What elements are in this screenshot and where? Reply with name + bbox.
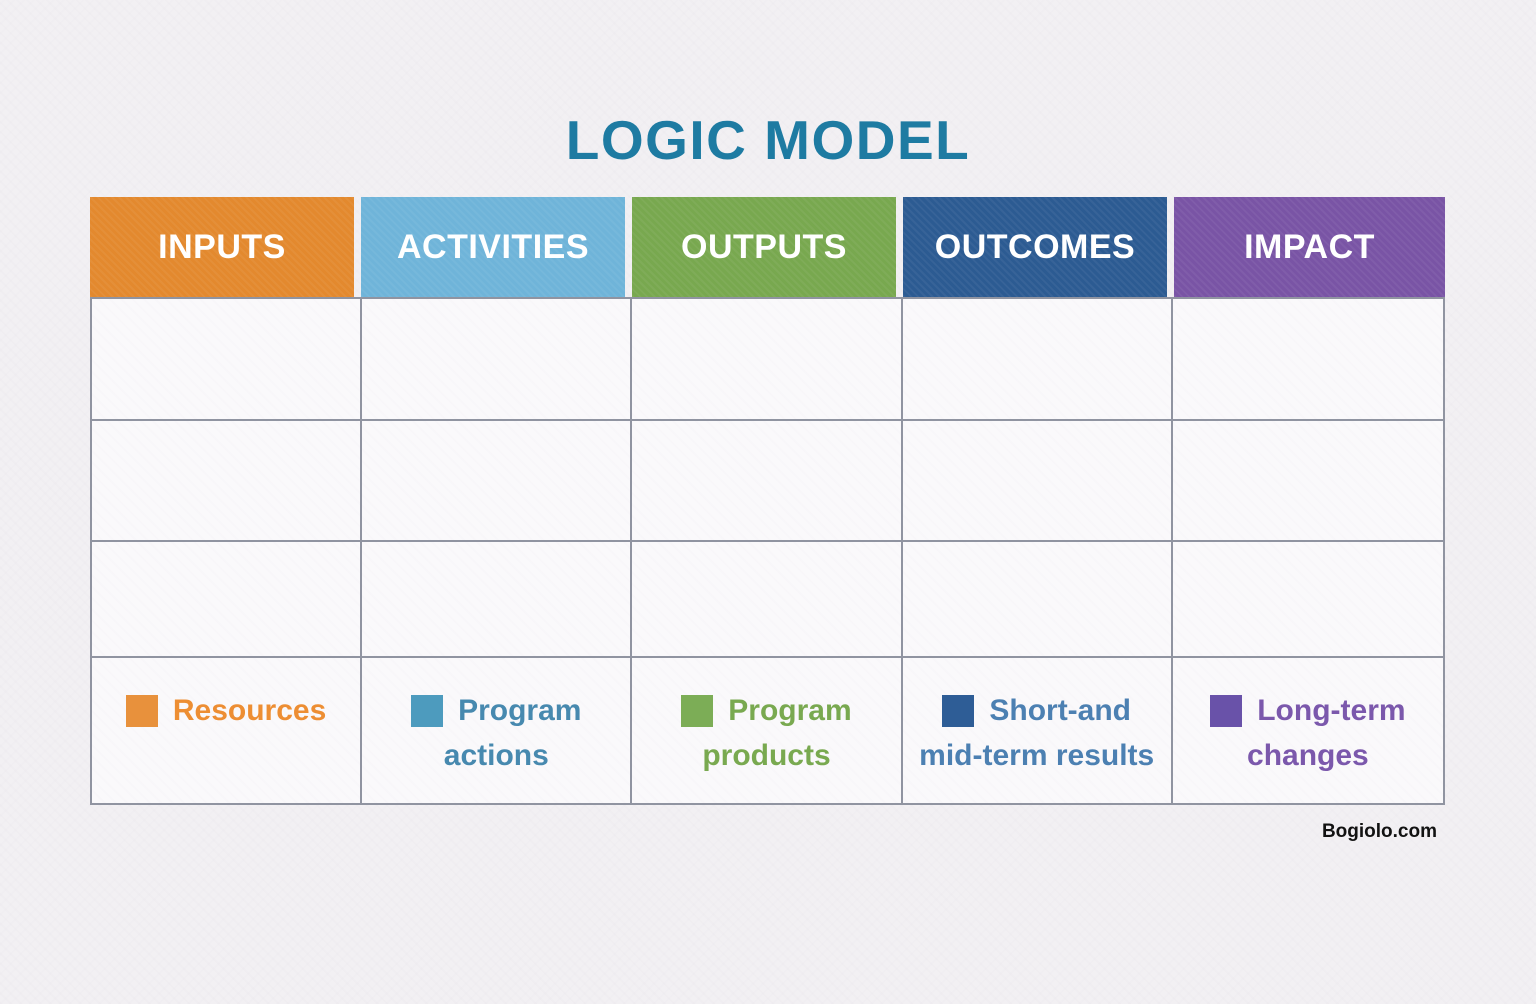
outcomes-color-swatch-icon bbox=[942, 694, 975, 727]
legend-impact-text-line2: changes bbox=[1247, 739, 1369, 772]
legend-impact-text: Long-term bbox=[1257, 694, 1406, 727]
legend-inputs-line1: Resources bbox=[125, 688, 327, 733]
table-cell bbox=[92, 421, 363, 542]
table-cell bbox=[902, 299, 1173, 421]
legend-outputs-line1: Program bbox=[681, 688, 852, 733]
legend-inputs: Resources bbox=[92, 658, 363, 803]
table-cell bbox=[1172, 421, 1443, 542]
table-cell bbox=[902, 421, 1173, 542]
legend-impact-line1: Long-term bbox=[1210, 688, 1406, 733]
table-cell bbox=[902, 542, 1173, 658]
legend-activities: Program actions bbox=[362, 658, 633, 803]
inputs-color-swatch-icon bbox=[125, 694, 158, 727]
legend-impact: Long-term changes bbox=[1173, 658, 1443, 803]
table-cell bbox=[632, 421, 903, 542]
table-cell bbox=[1172, 542, 1443, 658]
column-header-activities-label: ACTIVITIES bbox=[396, 227, 590, 266]
impact-color-swatch-icon bbox=[1210, 694, 1243, 727]
column-header-impact: IMPACT bbox=[1174, 197, 1445, 297]
legend-inputs-text: Resources bbox=[172, 694, 327, 727]
column-header-inputs-label: INPUTS bbox=[158, 227, 286, 266]
table-cell bbox=[632, 299, 903, 421]
legend-outputs-text: Program bbox=[728, 694, 852, 727]
legend-outputs: Program products bbox=[632, 658, 903, 803]
column-header-activities: ACTIVITIES bbox=[361, 197, 625, 297]
table-cell bbox=[1172, 299, 1443, 421]
legend-activities-text: Program bbox=[458, 694, 582, 727]
legend-outcomes-text: Short-and bbox=[989, 694, 1132, 727]
page-title: LOGIC MODEL bbox=[565, 109, 971, 171]
table-cell bbox=[362, 542, 633, 658]
table-cell bbox=[362, 299, 633, 421]
table-cell bbox=[362, 421, 633, 542]
outputs-color-swatch-icon bbox=[681, 694, 714, 727]
column-header-outputs: OUTPUTS bbox=[632, 197, 896, 297]
legend-outcomes-text-line2: mid-term results bbox=[919, 739, 1155, 772]
header-row: INPUTS ACTIVITIES OUTPUTS OUTCOMES IMPAC… bbox=[90, 197, 1445, 297]
column-header-outcomes: OUTCOMES bbox=[903, 197, 1167, 297]
activities-color-swatch-icon bbox=[411, 694, 444, 727]
legend-activities-line1: Program bbox=[411, 688, 581, 733]
table-cell bbox=[92, 299, 363, 421]
legend-activities-text-line2: actions bbox=[443, 739, 549, 772]
column-header-inputs: INPUTS bbox=[90, 197, 354, 297]
table-cell bbox=[92, 542, 363, 658]
legend-outputs-text-line2: products bbox=[702, 739, 831, 772]
column-header-outputs-label: OUTPUTS bbox=[681, 227, 847, 266]
column-header-impact-label: IMPACT bbox=[1244, 227, 1375, 266]
table-body: Resources Program actions Program produc… bbox=[90, 297, 1445, 805]
logic-model-table: INPUTS ACTIVITIES OUTPUTS OUTCOMES IMPAC… bbox=[90, 197, 1445, 805]
legend-outcomes-line1: Short-and bbox=[942, 688, 1131, 733]
table-cell bbox=[632, 542, 903, 658]
legend-outcomes: Short-and mid-term results bbox=[903, 658, 1173, 803]
column-header-outcomes-label: OUTCOMES bbox=[934, 227, 1136, 266]
watermark: Bogiolo.com bbox=[1321, 821, 1437, 842]
